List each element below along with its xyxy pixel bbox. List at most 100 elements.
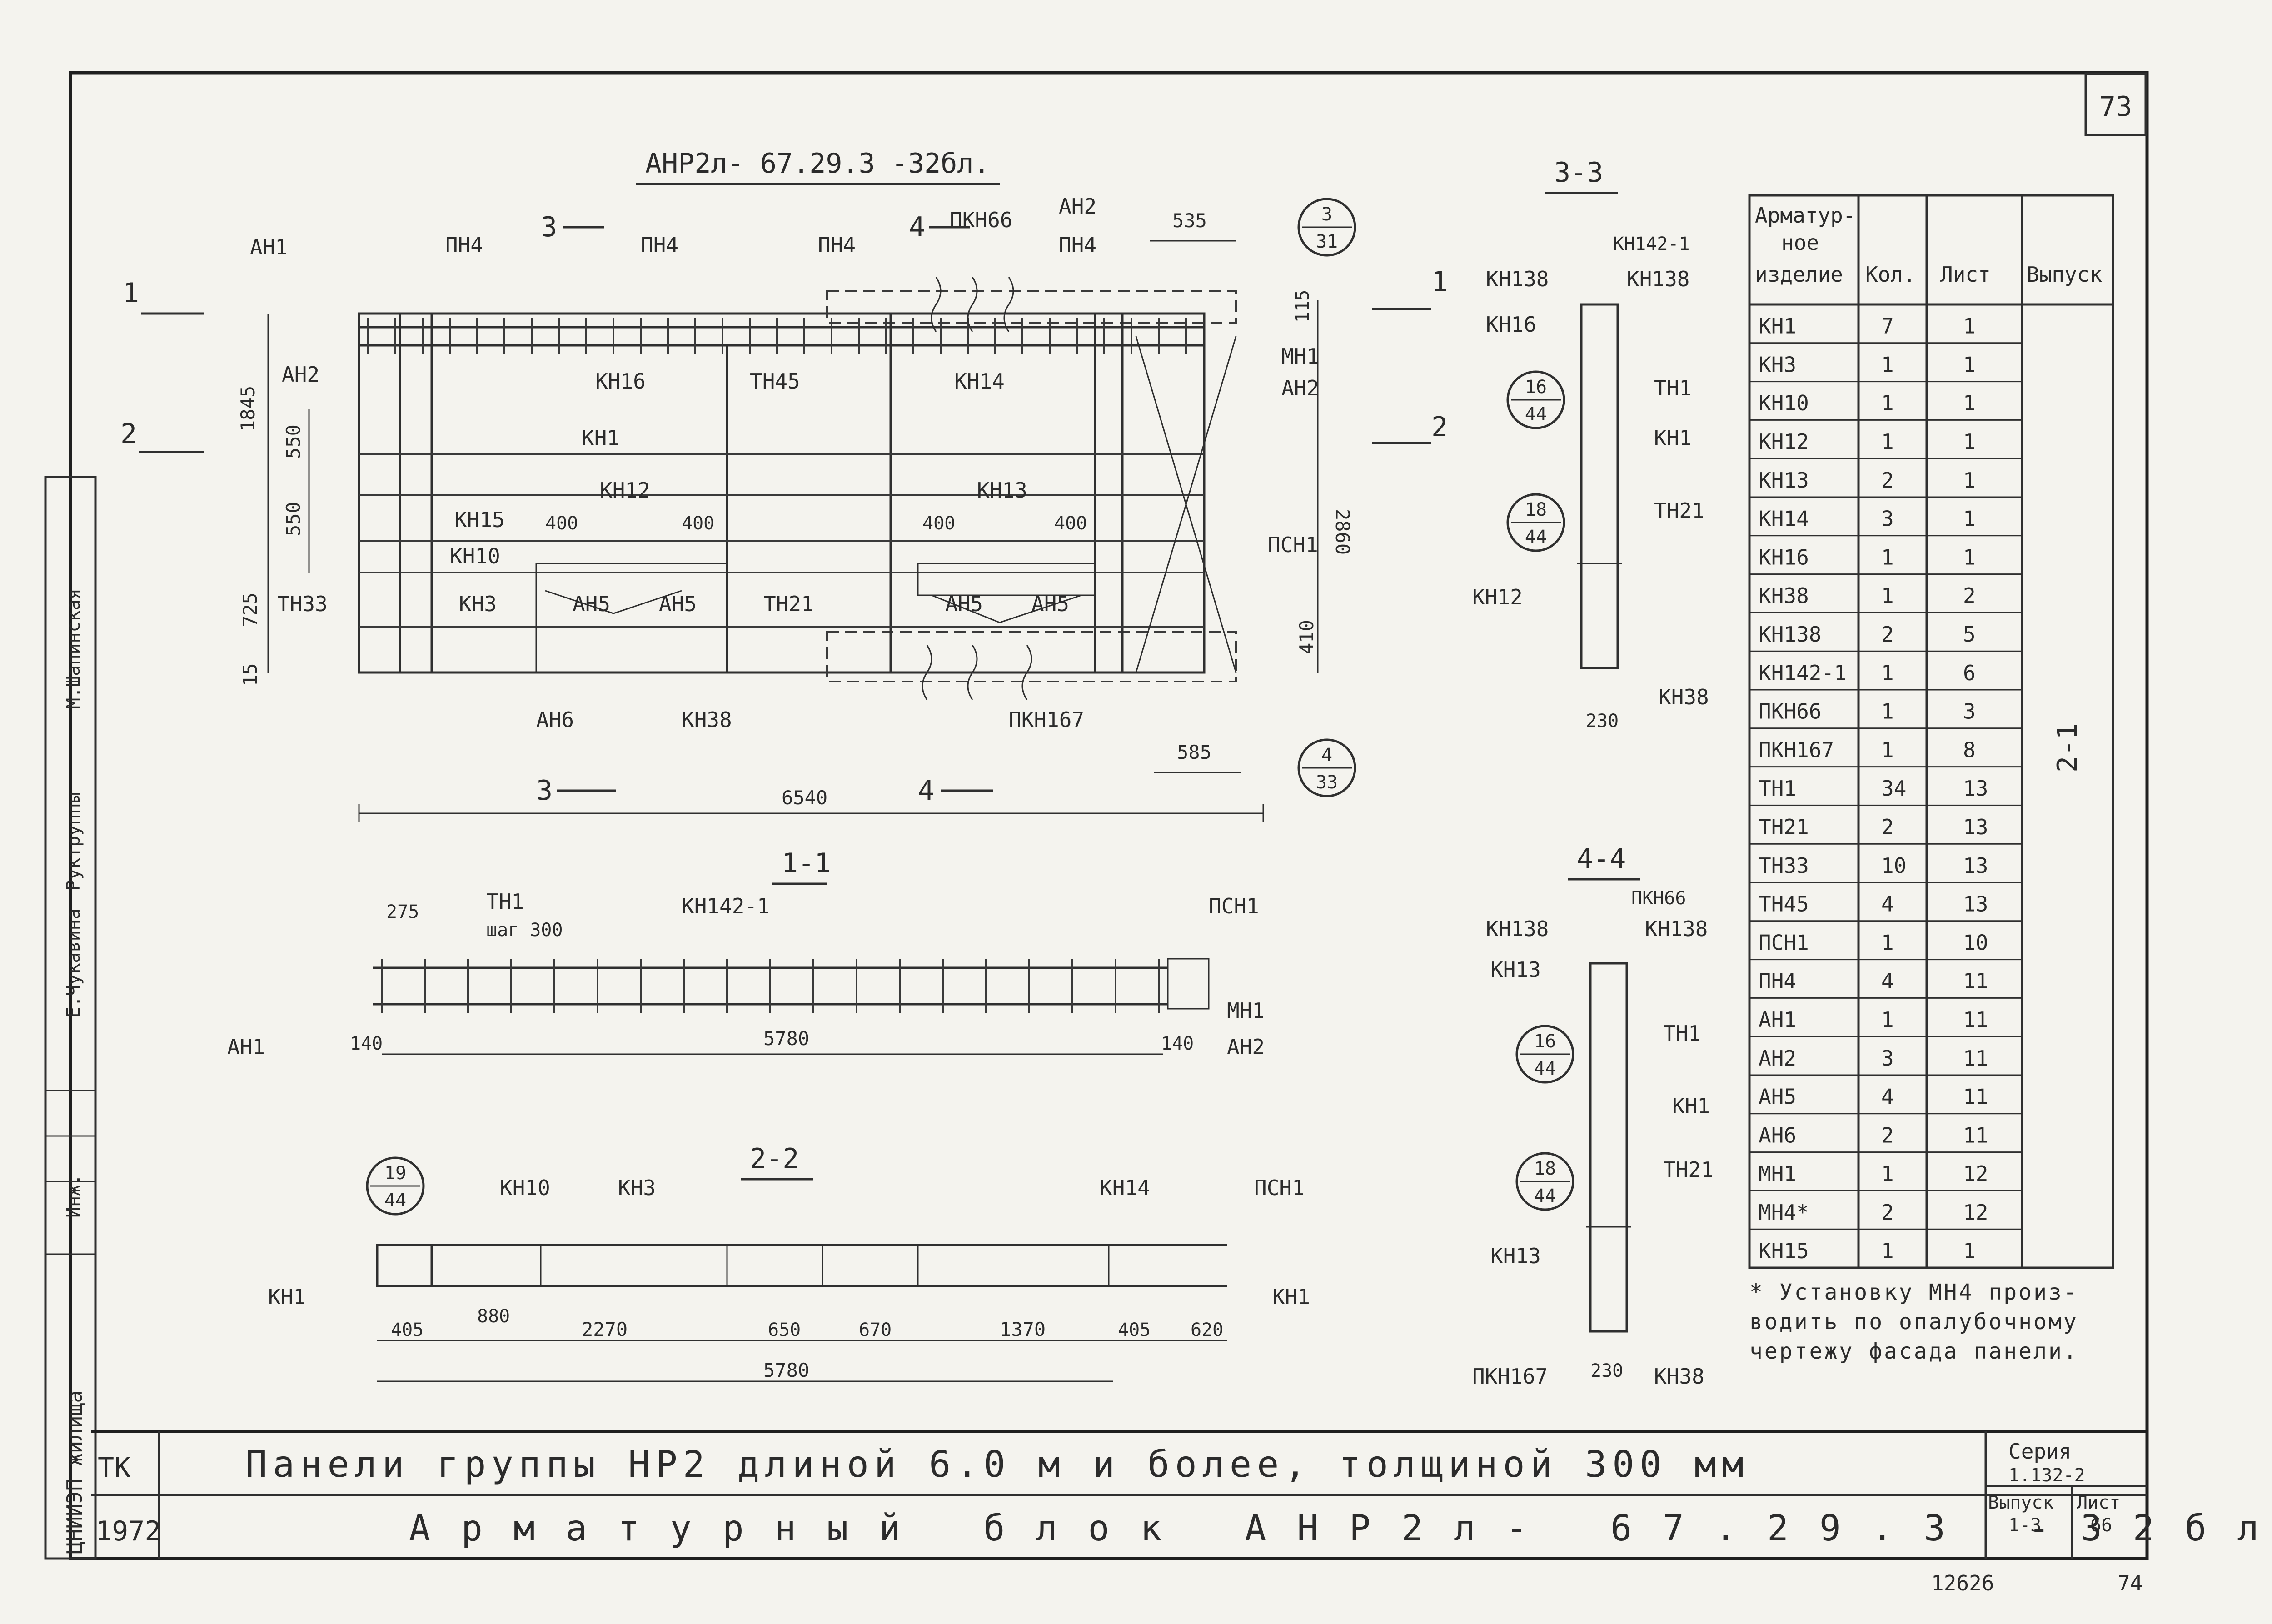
label-4-4-kn13-top: КН13 <box>1490 957 1541 982</box>
table-cell-item: МН1 <box>1759 1161 1796 1186</box>
table-cell-qty: 1 <box>1881 545 1894 569</box>
table-cell-sheet: 5 <box>1963 622 1976 647</box>
section-mark-4-top: 4 <box>909 211 925 243</box>
table-cell-sheet: 1 <box>1963 314 1976 339</box>
dim-275: 275 <box>386 902 419 922</box>
label-pn4-b: ПН4 <box>641 233 678 257</box>
table-cell-sheet: 1 <box>1963 352 1976 377</box>
section-3-3: 3-3 КН142-1 КН138 КН138 КН16 ТН1 КН1 ТН2… <box>1472 157 1709 732</box>
label-1-1-ah2: АН2 <box>1227 1035 1265 1059</box>
section-3-3-title: 3-3 <box>1554 157 1603 189</box>
dim-2860: 2860 <box>1331 509 1354 555</box>
label-1-1-kn142: КН142-1 <box>682 894 770 918</box>
dim-2-2-5780: 5780 <box>763 1359 809 1381</box>
section-mark-3-top: 3 <box>541 211 557 243</box>
table-cell-sheet: 2 <box>1963 583 1976 608</box>
table-cell-item: ТН45 <box>1759 892 1809 917</box>
dim-1370: 1370 <box>1000 1318 1046 1340</box>
table-header-item-l2: ное <box>1781 230 1819 255</box>
table-cell-item: КН13 <box>1759 468 1809 493</box>
dim-115: 115 <box>1292 290 1313 323</box>
title-series-value: 1.132-2 <box>2008 1465 2085 1486</box>
table-cell-sheet: 13 <box>1963 815 1988 839</box>
table-cell-qty: 4 <box>1881 1085 1894 1109</box>
table-issue-value: 2-1 <box>2052 723 2083 772</box>
callout-4-4-16-44: 16 44 <box>1515 1025 1574 1084</box>
table-cell-item: АН2 <box>1759 1046 1796 1071</box>
table-cell-item: КН1 <box>1759 314 1796 339</box>
label-ah2-left: АН2 <box>282 362 319 387</box>
table-cell-qty: 1 <box>1881 699 1894 724</box>
table-header-issue: Выпуск <box>2027 262 2102 287</box>
section-1-1: 1-1 275 ТН1 шаг 300 КН142-1 ПСН1 МН1 АН2… <box>227 847 1265 1059</box>
main-view-title: АНР2л- 67.29.3 -32бл. <box>645 148 990 179</box>
dim-670: 670 <box>859 1320 892 1340</box>
label-mn1: МН1 <box>1281 344 1319 369</box>
label-kn15: КН15 <box>454 508 505 532</box>
table-cell-item: КН16 <box>1759 545 1809 569</box>
table-cell-qty: 2 <box>1881 1200 1894 1225</box>
table-cell-item: КН15 <box>1759 1239 1809 1263</box>
dim-15: 15 <box>239 663 261 686</box>
label-1-1-step: шаг 300 <box>486 920 563 941</box>
table-cell-item: КН142-1 <box>1759 661 1847 685</box>
table-cell-sheet: 6 <box>1963 661 1976 685</box>
footnote: * Установку МН4 произ- водить по опалубо… <box>1749 1280 2078 1364</box>
table-cell-item: ТН1 <box>1759 776 1796 801</box>
table-cell-item: ПКН167 <box>1759 737 1834 762</box>
table-cell-item: КН138 <box>1759 622 1821 647</box>
bottom-number-right: 74 <box>2118 1571 2142 1595</box>
table-cell-item: КН38 <box>1759 583 1809 608</box>
callout-19-44: 19 44 <box>366 1156 425 1216</box>
sheet-frame <box>69 71 2149 1560</box>
table-cell-item: МН4* <box>1759 1200 1809 1225</box>
side-stamp: ЦНИИЭП жилища Инж. Е.Чукавина Руктруппы … <box>44 476 97 1560</box>
table-cell-sheet: 11 <box>1963 1123 1988 1147</box>
spec-table: Арматур- ное изделие Кол. Лист Выпуск КН… <box>1748 194 2114 1269</box>
label-kn16: КН16 <box>595 369 646 394</box>
table-cell-qty: 1 <box>1881 352 1894 377</box>
label-3-3-kn38: КН38 <box>1659 685 1709 709</box>
section-mark-4-bottom: 4 <box>918 775 934 807</box>
dim-4-4-230: 230 <box>1590 1360 1623 1381</box>
table-cell-qty: 4 <box>1881 892 1894 917</box>
label-4-4-pkn66: ПКН66 <box>1631 888 1686 909</box>
dim-535: 535 <box>1172 209 1207 232</box>
stamp-name-1: Е.Чукавина <box>63 908 84 1018</box>
stamp-role-2: Руктруппы <box>63 792 84 891</box>
table-header-sheet: Лист <box>1940 262 1991 287</box>
section-mark-2-right: 2 <box>1431 411 1448 443</box>
label-ah2-right: АН2 <box>1281 376 1319 400</box>
table-cell-sheet: 3 <box>1963 699 1976 724</box>
label-ah5-d: АН5 <box>1031 592 1069 616</box>
dim-140b: 140 <box>1161 1033 1194 1054</box>
section-1-1-title: 1-1 <box>782 847 831 879</box>
label-kn12: КН12 <box>600 478 650 503</box>
table-cell-qty: 1 <box>1881 429 1894 454</box>
section-mark-2: 2 <box>120 418 137 450</box>
title-sheet-label: Лист <box>2077 1492 2120 1513</box>
callout-4-4-18-44: 18 44 <box>1515 1152 1574 1211</box>
table-cell-qty: 1 <box>1881 391 1894 415</box>
callout-4-4a-den: 44 <box>1534 1058 1556 1079</box>
main-view: АНР2л- 67.29.3 -32бл. <box>120 148 1448 822</box>
table-cell-qty: 3 <box>1881 507 1894 531</box>
footnote-line-3: чертежу фасада панели. <box>1749 1339 2078 1364</box>
table-cell-sheet: 13 <box>1963 776 1988 801</box>
table-cell-sheet: 13 <box>1963 892 1988 917</box>
label-4-4-kn138-right: КН138 <box>1645 917 1708 941</box>
table-cell-item: КН14 <box>1759 507 1809 531</box>
label-kn10: КН10 <box>450 544 500 568</box>
table-cell-qty: 34 <box>1881 776 1906 801</box>
label-pn4-a: ПН4 <box>445 233 483 257</box>
label-kn14: КН14 <box>954 369 1005 394</box>
callout-3-3b-den: 44 <box>1525 527 1547 548</box>
label-2-2-kn1-left: КН1 <box>268 1285 306 1309</box>
dim-650: 650 <box>768 1320 801 1340</box>
table-cell-qty: 1 <box>1881 583 1894 608</box>
table-cell-item: ТН21 <box>1759 815 1809 839</box>
footnote-line-1: * Установку МН4 произ- <box>1749 1280 2078 1305</box>
label-1-1-mn1: МН1 <box>1227 998 1265 1023</box>
stamp-name-2: М.Шапинская <box>63 588 84 709</box>
